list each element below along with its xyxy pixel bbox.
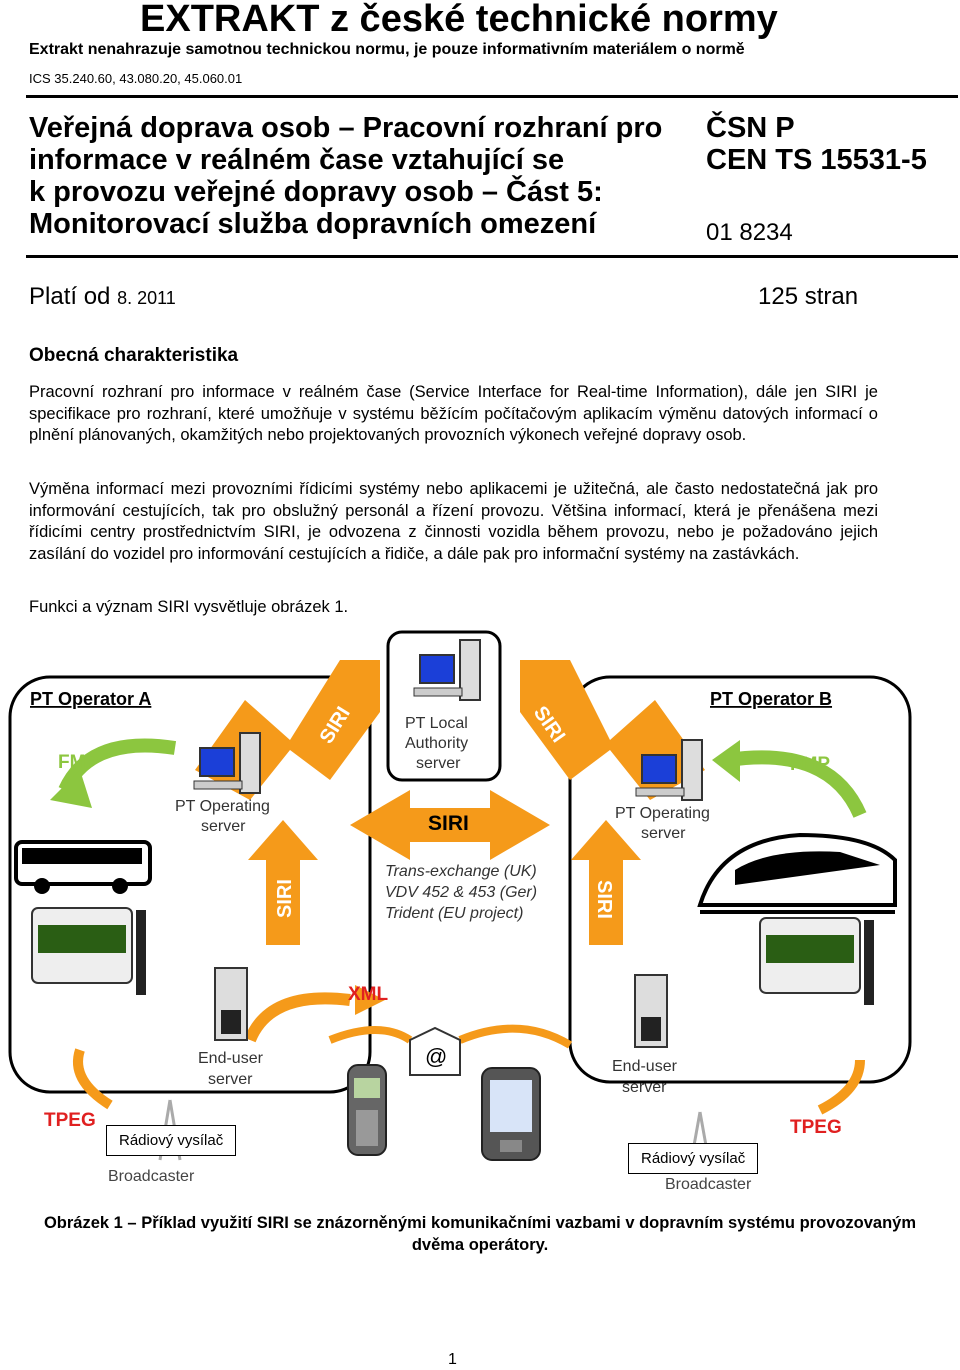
siri-arrow-vertical-right bbox=[571, 820, 641, 945]
fmp-label-b: FMP bbox=[790, 754, 830, 775]
end-user-server-b-line: server bbox=[622, 1079, 667, 1096]
xml-arrowhead bbox=[355, 985, 385, 1015]
tpeg-arrow-left bbox=[73, 1048, 113, 1110]
bus-icon bbox=[14, 840, 152, 894]
code-line-2: CEN TS 15531-5 bbox=[706, 144, 927, 176]
operating-server-a-line: PT Operating bbox=[175, 798, 270, 815]
at-arrow-right bbox=[458, 1024, 573, 1049]
page-number: 1 bbox=[448, 1351, 457, 1368]
broadcaster-label-a: Broadcaster bbox=[108, 1168, 195, 1185]
siri-arrow-vertical-left bbox=[248, 820, 318, 945]
vehicle-display-icon bbox=[31, 907, 146, 995]
siri-label: SIRI bbox=[593, 880, 615, 919]
classification-code: 01 8234 bbox=[706, 219, 793, 246]
code-line-1: ČSN P bbox=[706, 112, 795, 144]
broadcaster-label-b: Broadcaster bbox=[665, 1176, 752, 1193]
exchange-line: Trident (EU project) bbox=[385, 905, 523, 922]
xml-arrow bbox=[244, 992, 351, 1043]
computer-icon bbox=[413, 639, 481, 701]
operating-server-b-line: server bbox=[641, 825, 686, 842]
paragraph: Funkci a význam SIRI vysvětluje obrázek … bbox=[29, 598, 349, 616]
valid-date: 8. 2011 bbox=[117, 288, 176, 308]
valid-label: Platí od bbox=[29, 283, 111, 310]
operator-a-panel bbox=[8, 675, 372, 1094]
siri-label: SIRI bbox=[428, 812, 469, 835]
operator-b-label: PT Operator B bbox=[710, 689, 832, 709]
local-authority-line: PT Local bbox=[405, 715, 468, 732]
exchange-line: VDV 452 & 453 (Ger) bbox=[385, 884, 537, 901]
paragraph: Pracovní rozhraní pro informace v reálné… bbox=[29, 383, 878, 444]
valid-from: Platí od 8. 2011 bbox=[29, 283, 176, 311]
siri-label: SIRI bbox=[274, 879, 296, 918]
end-user-server-a-line: server bbox=[208, 1071, 253, 1088]
at-arrow-left bbox=[328, 1026, 413, 1044]
section-heading: Obecná charakteristika bbox=[29, 345, 239, 366]
train-icon bbox=[697, 832, 897, 914]
tpeg-label-b: TPEG bbox=[790, 1117, 842, 1138]
document-title: Veřejná doprava osob – Pracovní rozhraní… bbox=[29, 112, 709, 240]
pda-icon bbox=[481, 1067, 541, 1161]
radio-transmitter-label: Rádiový vysílač bbox=[628, 1143, 759, 1174]
radio-transmitter-label: Rádiový vysílač bbox=[106, 1125, 237, 1156]
at-label: @ bbox=[425, 1044, 447, 1069]
end-user-server-a-line: End-user bbox=[198, 1050, 264, 1067]
email-at-icon: @ bbox=[409, 1026, 461, 1076]
server-icon bbox=[634, 974, 668, 1048]
paragraph: Výměna informací mezi provozními řídicím… bbox=[29, 480, 878, 563]
vehicle-display-icon bbox=[759, 917, 874, 1005]
exchange-line: Trans-exchange (UK) bbox=[385, 863, 537, 880]
fmp-label-a: FMP bbox=[58, 752, 98, 773]
server-icon bbox=[214, 967, 248, 1041]
figure-caption: Obrázek 1 – Příklad využití SIRI se znáz… bbox=[43, 1214, 917, 1254]
local-authority-line: server bbox=[416, 755, 461, 772]
ics-codes: ICS 35.240.60, 43.080.20, 45.060.01 bbox=[29, 71, 243, 86]
computer-icon bbox=[635, 739, 703, 801]
operating-server-b-line: PT Operating bbox=[615, 805, 710, 822]
standard-code: ČSN P CEN TS 15531-5 bbox=[706, 112, 927, 176]
tpeg-arrow-right bbox=[817, 1059, 865, 1115]
fmp-arrowhead-a bbox=[50, 770, 92, 808]
top-rule bbox=[26, 95, 958, 98]
title-line: k provozu veřejné dopravy osob – Část 5: bbox=[29, 176, 603, 208]
operator-a-label: PT Operator A bbox=[30, 689, 151, 709]
mobile-phone-icon bbox=[347, 1064, 387, 1156]
main-title: EXTRAKT z české technické normy bbox=[140, 0, 778, 40]
title-line: Monitorovací služba dopravních omezení bbox=[29, 208, 597, 240]
siri-arrow-center bbox=[350, 790, 550, 860]
siri-diagram: PT Operator A PT Operator B FMP FMP SIRI… bbox=[8, 630, 912, 1193]
end-user-server-b-line: End-user bbox=[612, 1058, 678, 1075]
title-line: Veřejná doprava osob – Pracovní rozhraní… bbox=[29, 112, 663, 144]
computer-icon bbox=[193, 732, 261, 794]
subtitle: Extrakt nenahrazuje samotnou technickou … bbox=[29, 41, 745, 58]
xml-label: XML bbox=[348, 984, 389, 1005]
local-authority-line: Authority bbox=[405, 735, 468, 752]
fmp-arrowhead-b bbox=[712, 740, 740, 782]
fmp-arrow-b bbox=[726, 750, 867, 818]
operating-server-a-line: server bbox=[201, 818, 246, 835]
mid-rule bbox=[26, 255, 958, 258]
tpeg-label-a: TPEG bbox=[44, 1110, 96, 1131]
title-line: informace v reálném čase vztahující se bbox=[29, 144, 565, 176]
page-count: 125 stran bbox=[758, 283, 859, 310]
